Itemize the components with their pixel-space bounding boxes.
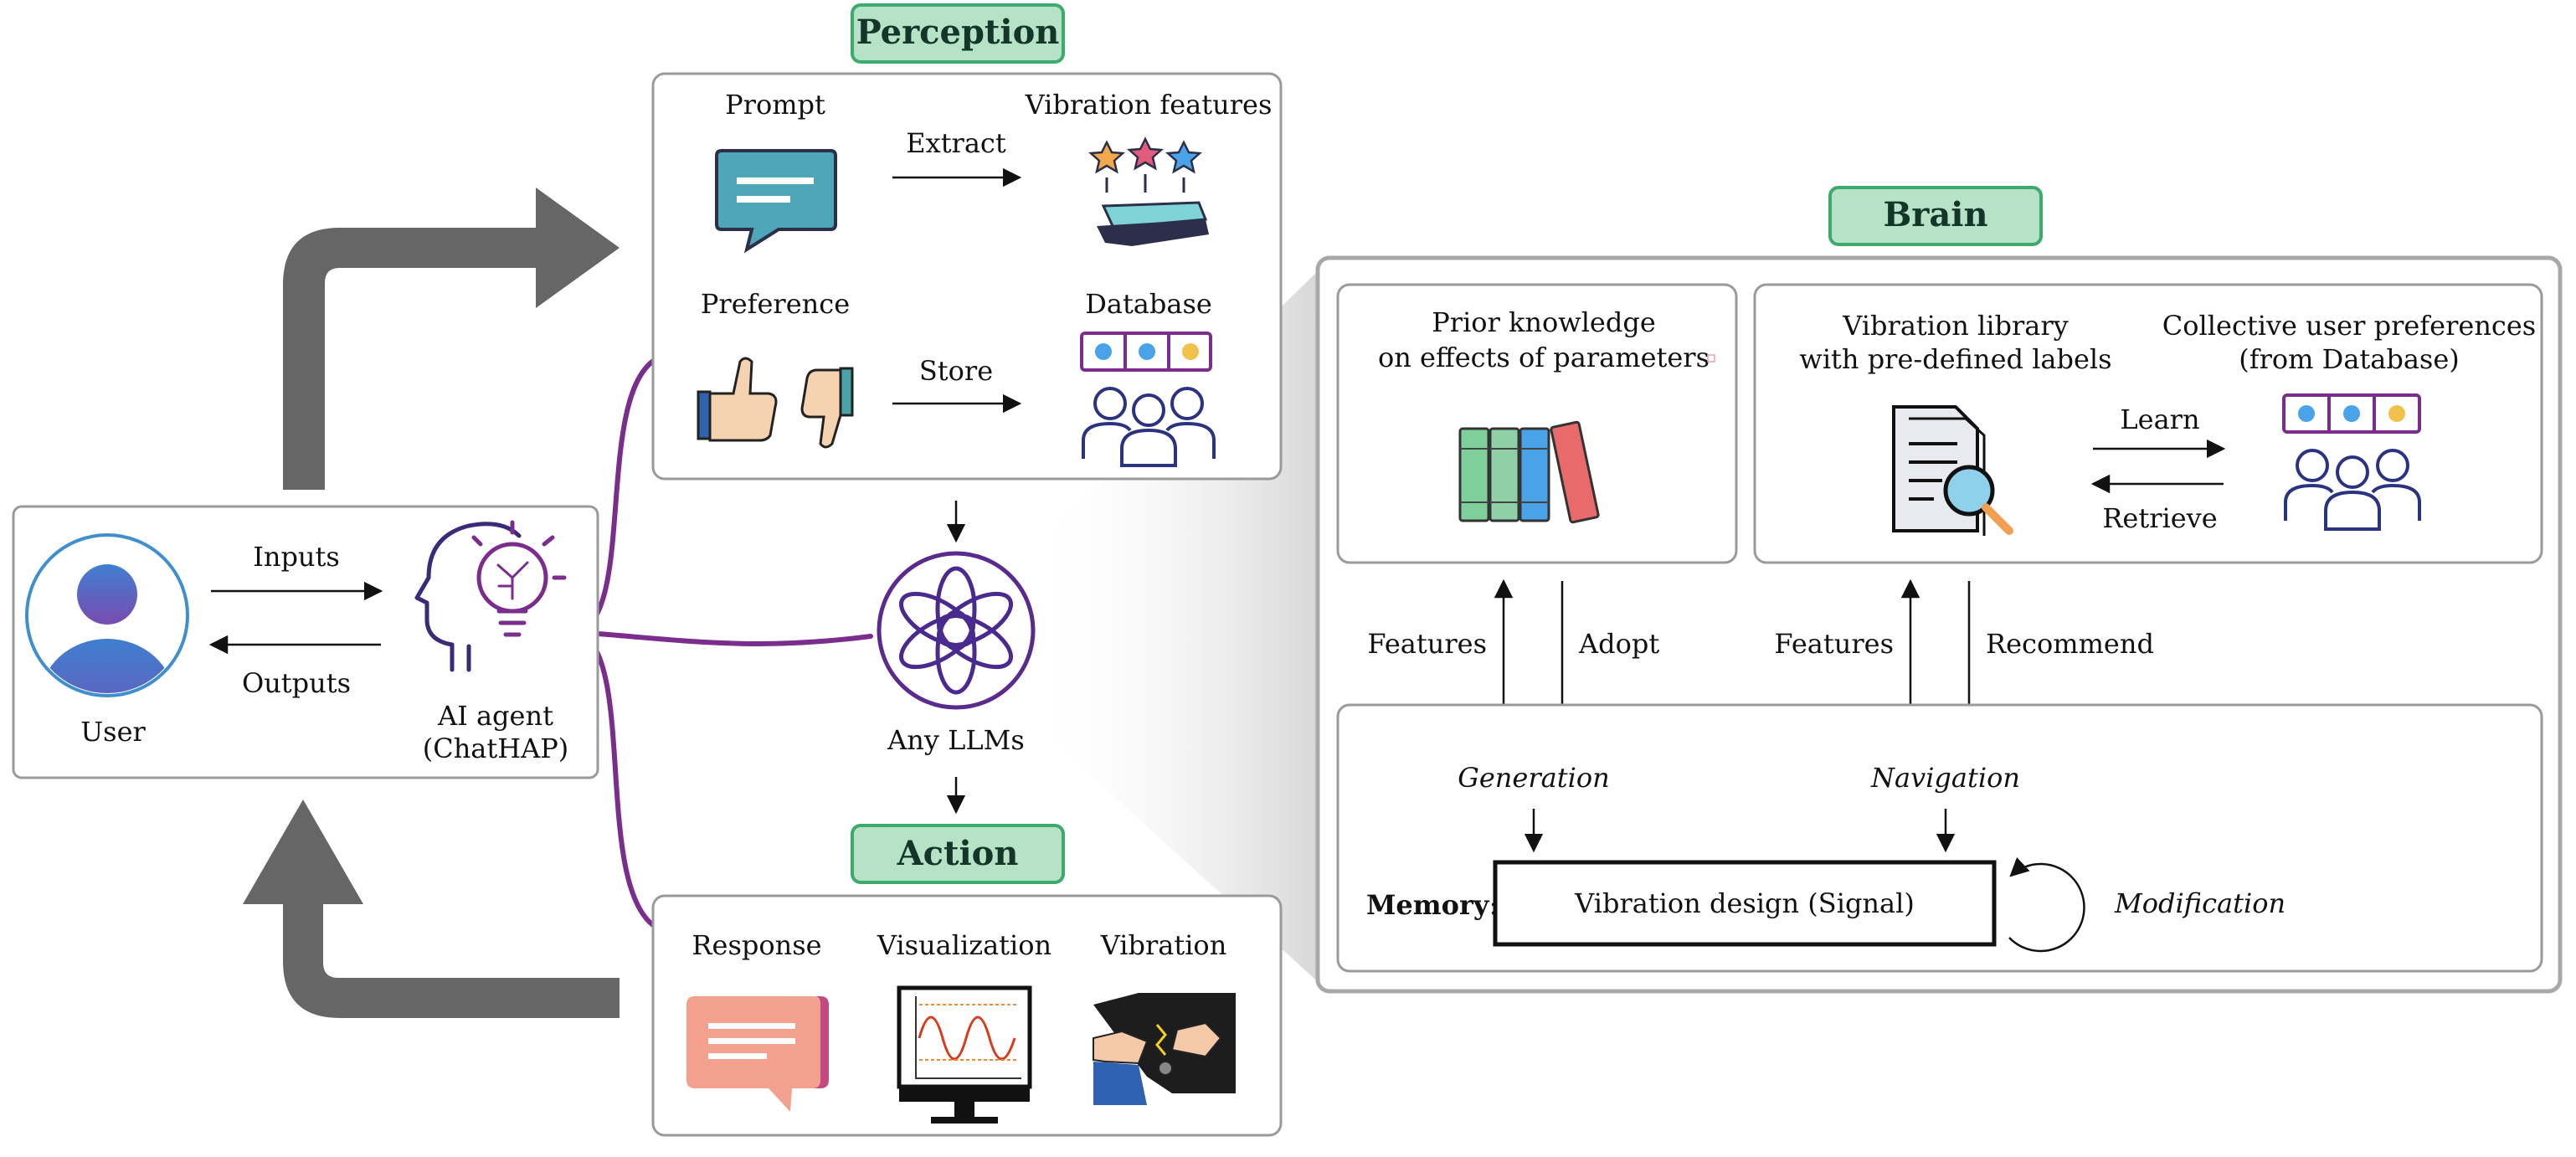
prior-knowledge-box: [1336, 283, 1738, 564]
outputs-label: Outputs: [242, 667, 351, 699]
prior-label-1: Prior knowledge: [1432, 306, 1656, 338]
library-label-2: with pre-defined labels: [1799, 343, 2111, 375]
recommend-label: Recommend: [1986, 628, 2154, 660]
vibration-label: Vibration: [1100, 929, 1227, 961]
vibration-hands-icon: [1093, 993, 1236, 1105]
perception-title: Perception: [856, 13, 1060, 52]
memory-label: Memory:: [1366, 889, 1498, 921]
llm-circle: [877, 551, 1036, 710]
generation-label: Generation: [1458, 762, 1609, 794]
extract-label: Extract: [906, 127, 1006, 159]
top-flow-arrow: [283, 188, 620, 490]
collective-users-icon: [2282, 393, 2421, 531]
adopt-label: Adopt: [1578, 628, 1659, 660]
user-label: User: [80, 716, 146, 748]
thumbs-icon: [697, 357, 854, 449]
collective-label-1: Collective user preferences: [2162, 310, 2536, 342]
bottom-flow-arrow: [243, 800, 620, 1018]
inputs-label: Inputs: [253, 541, 340, 573]
features-right-label: Features: [1774, 628, 1894, 660]
books-icon: [1458, 420, 1600, 524]
perception-tag: [851, 3, 1065, 64]
prompt-bubble-icon: [715, 149, 837, 254]
visualization-label: Visualization: [877, 929, 1051, 961]
vibration-features-label: Vibration features: [1025, 89, 1273, 121]
brain-tag: [1828, 186, 2043, 246]
features-left-label: Features: [1367, 628, 1487, 660]
preference-label: Preference: [701, 288, 850, 320]
prior-label-2: on effects of parameters: [1378, 342, 1710, 373]
agent-label-2: (ChatHAP): [423, 733, 569, 764]
database-users-icon: [1080, 332, 1216, 467]
monitor-icon: [897, 985, 1032, 1124]
learn-label: Learn: [2120, 404, 2199, 435]
response-label: Response: [692, 929, 821, 961]
document-search-icon: [1892, 405, 2013, 536]
navigation-label: Navigation: [1870, 762, 2020, 794]
action-title: Action: [897, 834, 1019, 873]
vibration-design-box: [1493, 860, 1997, 947]
prompt-label: Prompt: [725, 89, 825, 121]
collective-label-2: (from Database): [2239, 343, 2459, 375]
llm-label: Any LLMs: [887, 724, 1025, 756]
response-bubble-icon: [686, 996, 829, 1112]
vibration-design-label: Vibration design (Signal): [1574, 887, 1915, 919]
database-label: Database: [1085, 288, 1212, 320]
action-tag: [851, 824, 1065, 884]
retrieve-label: Retrieve: [2102, 502, 2217, 534]
brain-title: Brain: [1883, 195, 1987, 234]
store-label: Store: [919, 355, 993, 387]
llm-knot-icon: [898, 566, 1014, 695]
ai-agent-head-icon: [414, 520, 567, 672]
marker-dot: [1707, 354, 1715, 363]
agent-label-1: AI agent: [437, 700, 553, 732]
features-stars-icon: [1087, 136, 1209, 246]
user-avatar-icon: [25, 533, 189, 697]
library-label-1: Vibration library: [1842, 310, 2068, 342]
modification-loop-arrow: [2008, 856, 2085, 953]
modification-label: Modification: [2114, 887, 2285, 919]
